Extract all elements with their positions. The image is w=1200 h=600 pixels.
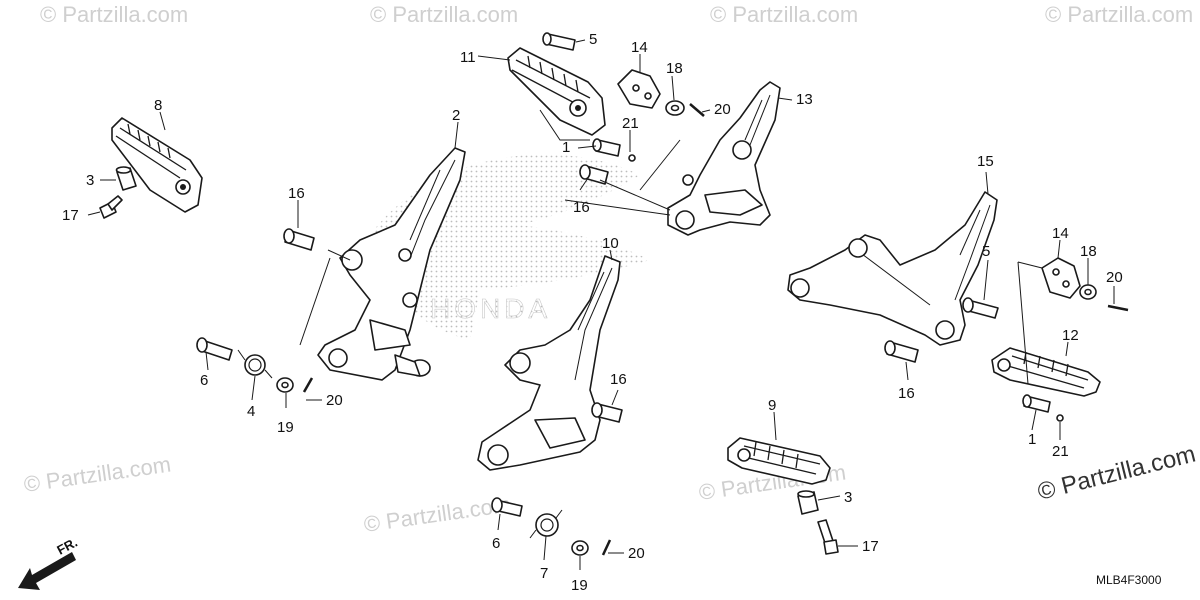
callout-20: 20 [1106,269,1123,286]
washer-19 [276,377,294,393]
callout-16: 16 [610,371,627,388]
watermark: © Partzilla.com [22,452,172,497]
bracket-13 [667,81,781,236]
callout-20: 20 [714,101,731,118]
callout-14: 14 [1052,225,1069,242]
callout-21: 21 [1052,443,1069,460]
callout-20: 20 [628,545,645,562]
front-direction-indicator: FR. [18,535,80,590]
footpeg-12 [991,347,1101,397]
callout-8: 8 [154,97,162,114]
callout-9: 9 [768,397,776,414]
callout-1: 1 [562,139,570,156]
spring-7 [529,509,563,539]
watermark: © Partzilla.com [1045,2,1193,27]
callout-5: 5 [982,243,990,260]
washer-18 [1079,284,1097,300]
leader-lines [87,39,1115,570]
callout-18: 18 [666,60,683,77]
watermark: © Partzilla.com [362,492,512,537]
callout-16: 16 [898,385,915,402]
callout-12: 12 [1062,327,1079,344]
drawing-code: MLB4F3000 [1096,573,1162,587]
brand-emblem-text: HONDA [430,293,551,324]
bolt-1 [592,138,621,157]
pin-5 [962,297,999,319]
bracket-15 [787,191,998,346]
callout-7: 7 [540,565,548,582]
cotter-pin-20 [1107,304,1129,312]
callout-16: 16 [288,185,305,202]
callout-18: 18 [1080,243,1097,260]
callout-15: 15 [977,153,994,170]
arrow-icon [18,552,76,590]
callout-16: 16 [573,199,590,216]
sleeve-3 [115,166,137,191]
plate-14 [1041,257,1081,299]
front-label: FR. [54,535,80,558]
washer-18 [665,100,685,116]
ring-21 [628,154,636,162]
callout-4: 4 [247,403,255,420]
spring-4 [237,349,273,379]
callout-2: 2 [452,107,460,124]
cotter-pin-20 [601,539,612,556]
bracket-10 [477,255,621,471]
callout-14: 14 [631,39,648,56]
callout-13: 13 [796,91,813,108]
callout-11: 11 [460,49,476,66]
bolt-16 [884,340,919,363]
callout-17: 17 [62,207,79,224]
watermark: © Partzilla.com [40,2,188,27]
bracket-2 [317,147,466,381]
callout-20: 20 [326,392,343,409]
callout-1: 1 [1028,431,1036,448]
callout-19: 19 [571,577,588,594]
callout-3: 3 [844,489,852,506]
ring-21 [1056,414,1064,422]
callout-21: 21 [622,115,639,132]
callout-6: 6 [492,535,500,552]
footpeg-11 [507,47,606,136]
bolt-16 [283,228,315,251]
pin-6 [196,337,233,361]
bolt-16 [579,164,609,185]
cotter-pin-20 [689,103,705,117]
callout-17: 17 [862,538,879,555]
bolt-16 [591,402,623,423]
cotter-pin-20 [302,377,314,393]
washer-19 [571,540,589,556]
sleeve-3 [797,490,819,515]
watermark: © Partzilla.com [370,2,518,27]
callout-3: 3 [86,172,94,189]
callouts: 8 3 17 11 5 14 18 20 21 1 16 13 2 16 6 4… [62,31,1123,594]
callout-10: 10 [602,235,619,252]
bolt-17 [817,519,839,555]
callout-6: 6 [200,372,208,389]
callout-5: 5 [589,31,597,48]
footpeg-9 [727,437,831,485]
bolt-17 [99,195,123,219]
watermark: © Partzilla.com [710,2,858,27]
pin-6 [491,497,523,517]
bolt-1 [1022,394,1051,413]
pin-5 [542,32,576,51]
plate-14 [617,69,661,109]
callout-19: 19 [277,419,294,436]
footpeg-8 [111,117,203,213]
